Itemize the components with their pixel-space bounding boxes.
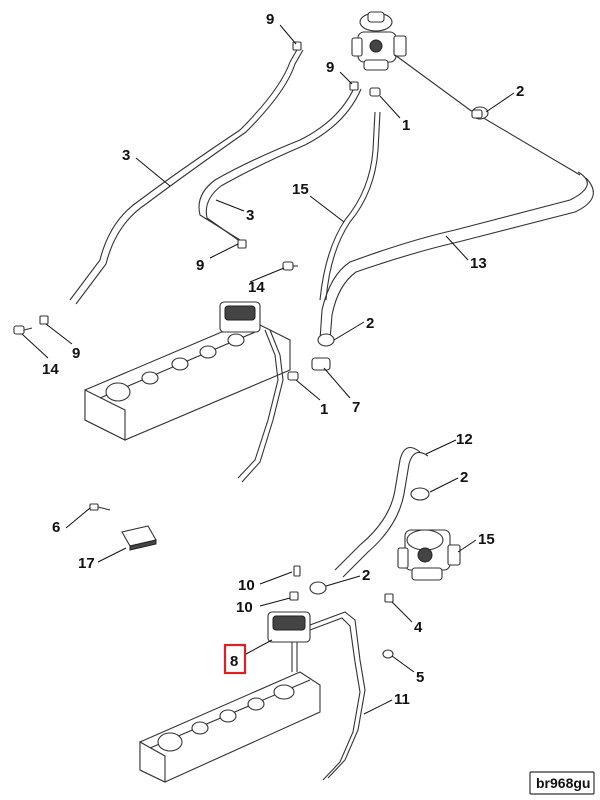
callout-11: 11 (394, 691, 410, 708)
stud-10a (293, 565, 301, 577)
bolt-14a (282, 261, 298, 271)
bolt-6 (89, 503, 111, 511)
fitting-9a (292, 41, 302, 51)
hose-3-left (69, 47, 299, 301)
callout-1: 1 (320, 401, 328, 418)
callout-8: 8 (230, 653, 238, 670)
air-pump-lower (397, 529, 461, 581)
valve-cover-upper (84, 301, 291, 441)
callout-3: 3 (122, 147, 130, 164)
leader-lines (21, 24, 515, 715)
fitting-9c (237, 239, 247, 249)
callout-17: 17 (78, 555, 95, 572)
fitting-1b (287, 371, 299, 381)
clamp-2-upper (471, 106, 489, 120)
bolt-14b (13, 325, 33, 335)
valve-cover-lower (139, 671, 321, 783)
stud-10b (289, 591, 299, 601)
highlight-box (223, 643, 247, 675)
bracket-17 (121, 525, 157, 551)
callout-9: 9 (196, 257, 204, 274)
fitting-7 (311, 357, 331, 371)
tube-11 (309, 611, 366, 779)
callout-14: 14 (42, 361, 59, 378)
nut-5 (382, 649, 394, 659)
callout-13: 13 (470, 255, 487, 272)
clamp-2-lower (410, 487, 430, 501)
hose-12 (334, 446, 421, 571)
callout-5: 5 (416, 669, 424, 686)
sensor-module-8 (267, 611, 311, 672)
lower-assembly (89, 446, 461, 783)
callout-9: 9 (266, 11, 274, 28)
callout-3: 3 (246, 207, 254, 224)
fitting-upper (369, 87, 381, 97)
callout-10: 10 (238, 577, 255, 594)
callout-2: 2 (516, 83, 524, 100)
fitting-9d (39, 315, 49, 325)
callout-15: 15 (478, 531, 495, 548)
callout-10: 10 (236, 599, 253, 616)
callout-15: 15 (292, 181, 309, 198)
figure-tag-text: br968gu (536, 775, 590, 791)
callout-12: 12 (456, 431, 473, 448)
figure-tag: br968gu (529, 771, 595, 795)
tube-1-lower (237, 329, 279, 479)
upper-assembly (13, 11, 594, 483)
callout-2: 2 (362, 567, 370, 584)
hose-15-upper (319, 111, 376, 301)
callout-9: 9 (326, 59, 334, 76)
bolt-4 (384, 593, 394, 603)
clamp-2-mid (317, 333, 335, 347)
callout-1: 1 (402, 117, 410, 134)
callout-2: 2 (460, 469, 468, 486)
hose-13 (319, 171, 588, 341)
air-pump-upper (351, 11, 407, 71)
callout-6: 6 (52, 519, 60, 536)
callout-2: 2 (366, 315, 374, 332)
callout-9: 9 (72, 345, 80, 362)
callout-7: 7 (352, 399, 360, 416)
callout-labels: 9 9 1 2 3 3 15 13 9 14 14 9 2 7 1 12 2 6… (42, 11, 524, 708)
hose-3-middle (198, 85, 356, 241)
clamp-2-lower-mid (309, 581, 327, 595)
callout-14: 14 (248, 279, 265, 296)
callout-4: 4 (414, 619, 423, 636)
